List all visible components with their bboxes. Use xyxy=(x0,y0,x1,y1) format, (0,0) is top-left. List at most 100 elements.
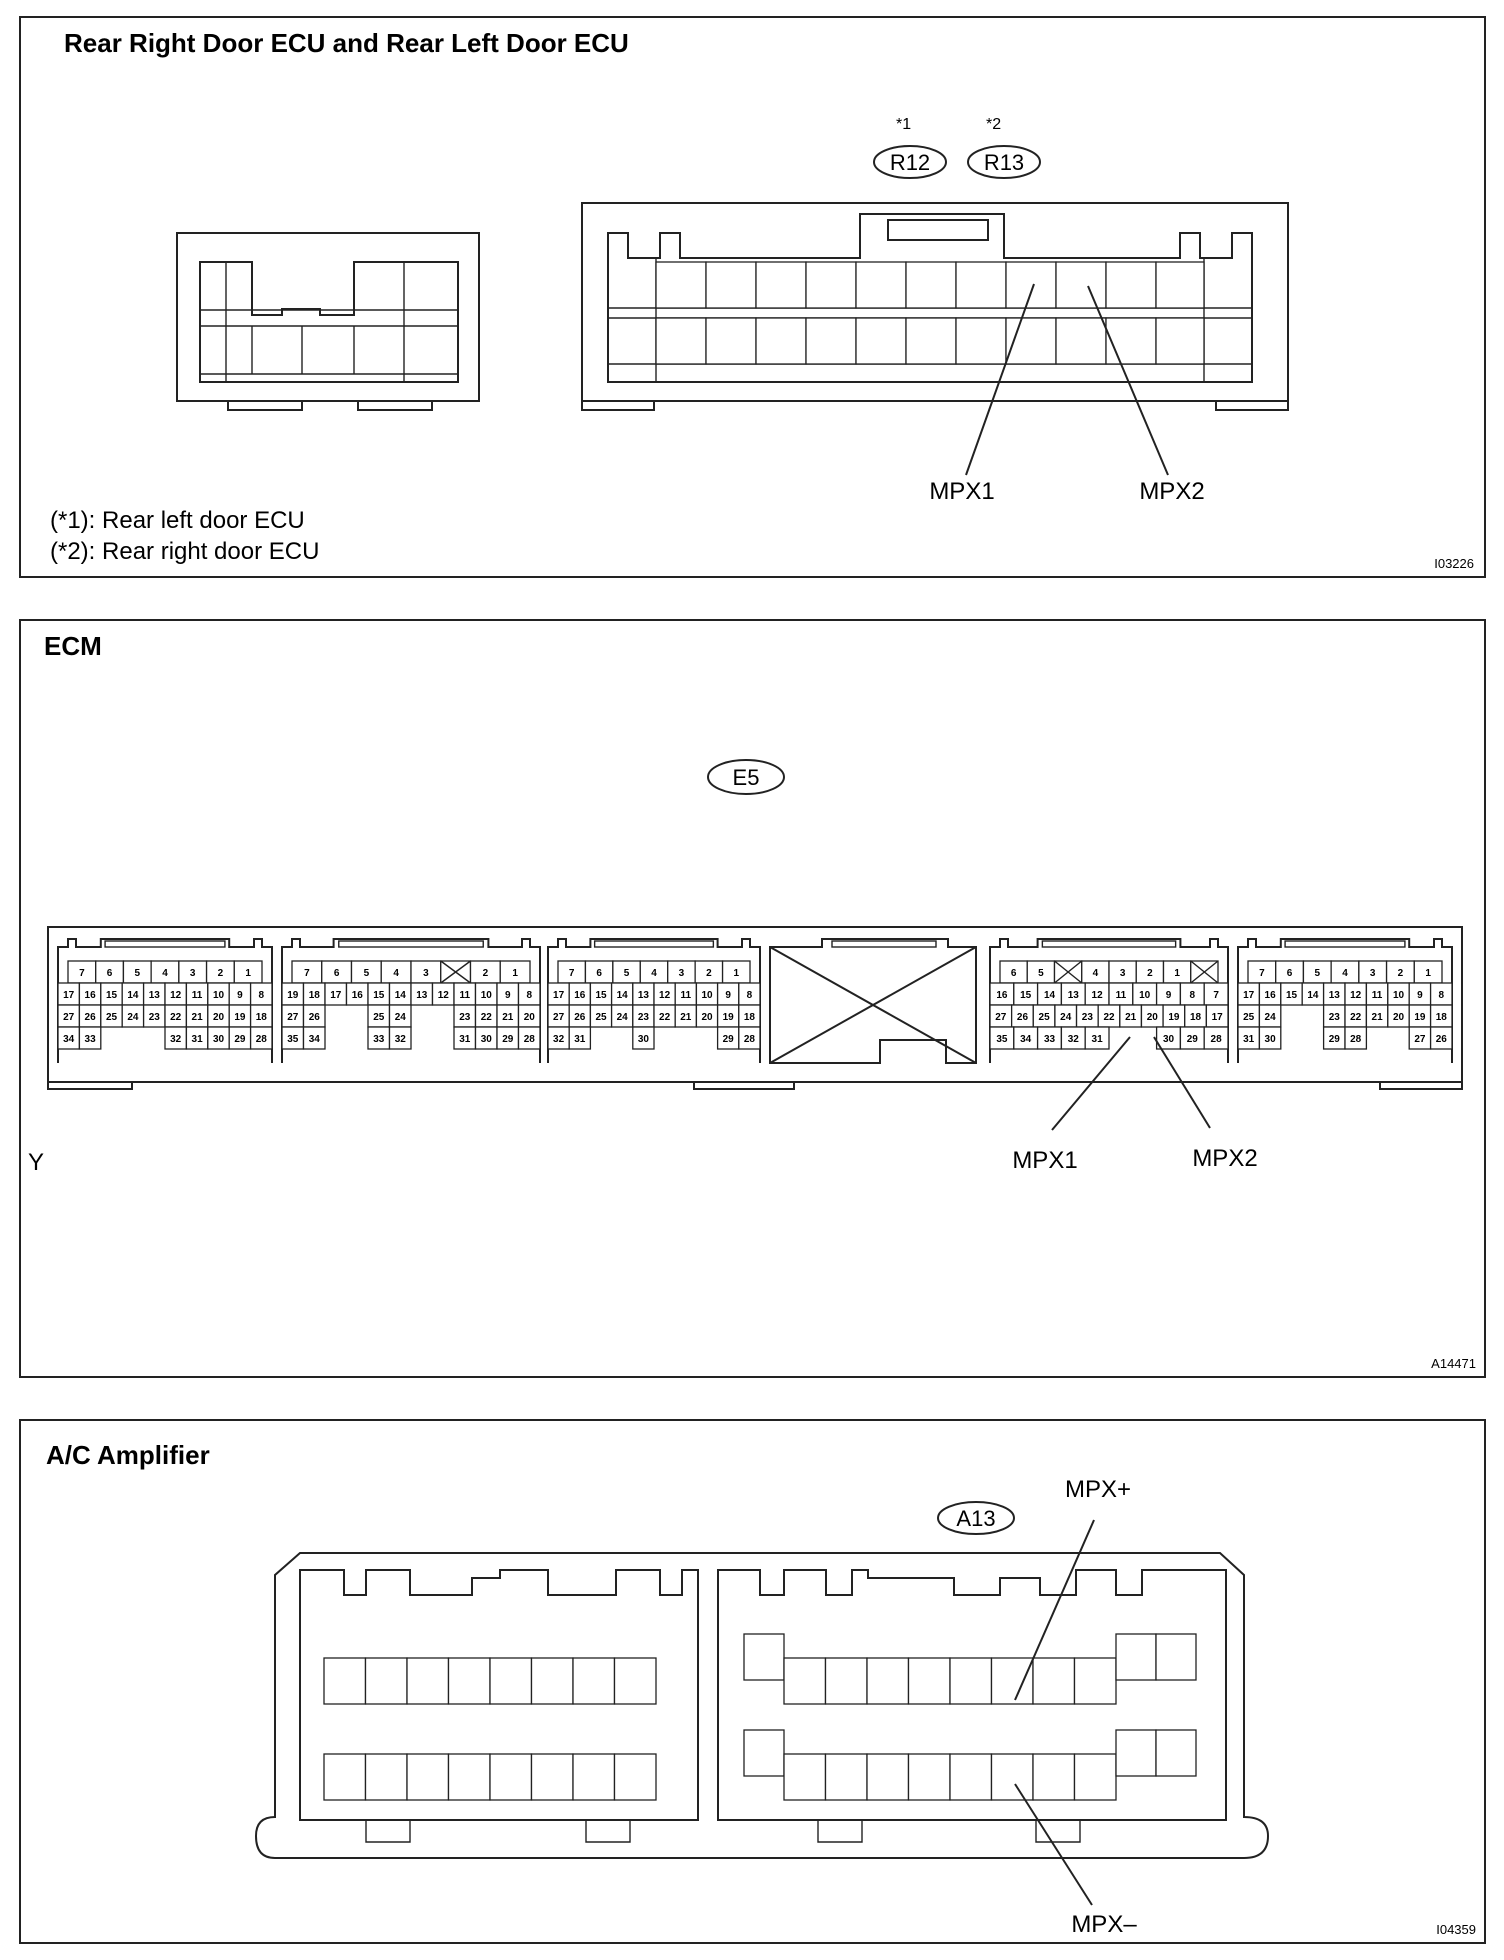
ac-pin-cell xyxy=(489,1753,533,1801)
door-ecu-pin-cell xyxy=(1155,317,1205,365)
door-ecu-pin-cell xyxy=(855,261,907,309)
ecm-pin-number: 21 xyxy=(192,1012,204,1023)
ecm-pin-number: 3 xyxy=(190,968,196,979)
ecm-pin-number: 11 xyxy=(192,990,203,1001)
ecm-pin-number: 32 xyxy=(395,1034,407,1045)
door-ecu-pin-cell xyxy=(755,261,807,309)
ecm-pin-number: 31 xyxy=(1092,1034,1104,1045)
ecm-pin-number: 4 xyxy=(1342,968,1348,979)
ecm-pin-number: 16 xyxy=(996,990,1008,1001)
ecm-pin-number: 1 xyxy=(734,968,740,979)
ecm-pin-number: 12 xyxy=(659,990,671,1001)
door-ecu-pin-cell xyxy=(705,261,757,309)
ac-pin-cell xyxy=(866,1753,910,1801)
ac-pin-cell xyxy=(866,1657,910,1705)
ecm-pin-number: 13 xyxy=(1068,990,1080,1001)
mpx-minus-leader xyxy=(1014,1783,1093,1906)
door-ecu-pin-cell xyxy=(955,317,1007,365)
ac-pin-cell xyxy=(364,1657,408,1705)
ecm-pin-number: 13 xyxy=(1329,990,1341,1001)
ecm-pin-number: 5 xyxy=(624,968,630,979)
ecm-pin-number: 27 xyxy=(287,1012,299,1023)
ecm-pin-number: 2 xyxy=(1147,968,1153,979)
ecm-pin-number: 31 xyxy=(1243,1034,1255,1045)
door-ecu-pin-cell xyxy=(655,317,707,365)
ecm-pin-number: 14 xyxy=(127,990,139,1001)
ac-pin-cell xyxy=(743,1729,785,1777)
figure-code: I03226 xyxy=(1434,556,1474,571)
ecm-pin-number: 16 xyxy=(352,990,364,1001)
ecm-pin-number: 21 xyxy=(680,1012,692,1023)
ecm-lock-center xyxy=(693,1081,795,1090)
ac-pin-cell xyxy=(990,1657,1034,1705)
ecm-pin-number: 19 xyxy=(234,1012,246,1023)
door-ecu-pin-cell xyxy=(655,261,707,309)
ecm-pin-number: 25 xyxy=(1039,1012,1051,1023)
ecm-pin-number: 24 xyxy=(127,1012,139,1023)
ecm-pin-number: 26 xyxy=(85,1012,97,1023)
ecm-blank-pin-mark xyxy=(1190,960,1219,984)
ecm-pin-number: 16 xyxy=(574,990,586,1001)
ac-pin-cell xyxy=(1115,1633,1157,1681)
ecm-pin-number: 13 xyxy=(638,990,650,1001)
ecm-pin-number: 4 xyxy=(651,968,657,979)
ecm-pin-number: 30 xyxy=(481,1034,493,1045)
ecm-figure-code: A14471 xyxy=(1431,1356,1476,1371)
mpx-minus-label: MPX– xyxy=(1071,1911,1137,1938)
ac-pin-cell xyxy=(572,1657,616,1705)
ac-pin-cell xyxy=(1073,1753,1117,1801)
ecm-pin-number: 30 xyxy=(213,1034,225,1045)
ac-pin-cell xyxy=(990,1753,1034,1801)
ac-figure-code: I04359 xyxy=(1436,1922,1476,1937)
door-ecu-small-connector xyxy=(176,232,480,411)
ecm-pin-number: 33 xyxy=(85,1034,97,1045)
ecm-pin-number: 26 xyxy=(1436,1034,1448,1045)
door-ecu-pin-cells xyxy=(655,261,1205,365)
ecm-pin-number: 21 xyxy=(1372,1012,1384,1023)
ecm-pin-number: 18 xyxy=(744,1012,756,1023)
ecm-pin-number: 19 xyxy=(1414,1012,1426,1023)
ecm-pin-number: 25 xyxy=(373,1012,385,1023)
ecm-pin-number: 6 xyxy=(334,968,340,979)
ecm-pin-cell xyxy=(1258,1026,1282,1050)
ac-pin-cell xyxy=(447,1753,491,1801)
r12-label: R12 xyxy=(890,150,930,175)
ecm-pin-number: 19 xyxy=(287,990,299,1001)
ecm-pin-number: 32 xyxy=(170,1034,182,1045)
ecm-pin-number: 22 xyxy=(1350,1012,1362,1023)
ecm-pin-number: 22 xyxy=(659,1012,671,1023)
ac-pin-cell xyxy=(613,1753,657,1801)
ecm-pin-number: 22 xyxy=(481,1012,493,1023)
ecm-pin-number: 1 xyxy=(1174,968,1180,979)
ecm-pin-number: 27 xyxy=(553,1012,565,1023)
ecm-pin-number: 26 xyxy=(309,1012,321,1023)
ecm-pin-number: 7 xyxy=(569,968,575,979)
ecm-pin-number: 13 xyxy=(416,990,428,1001)
ecm-pin-number: 1 xyxy=(245,968,251,979)
ac-pin-cell xyxy=(743,1633,785,1681)
ecm-pin-number: 11 xyxy=(1372,990,1383,1001)
ecm-pin-number: 15 xyxy=(1286,990,1298,1001)
ecm-pin-number: 28 xyxy=(1350,1034,1362,1045)
ecm-pin-number: 10 xyxy=(1139,990,1151,1001)
ecm-pin-number: 17 xyxy=(330,990,342,1001)
ecm-pin-number: 18 xyxy=(1436,1012,1448,1023)
door-ecu-pin-cell xyxy=(905,317,957,365)
ecm-pin-number: 4 xyxy=(162,968,168,979)
ecm-block-latch xyxy=(1041,940,1177,948)
door-ecu-pin-cell xyxy=(1105,317,1157,365)
door-ecu-pin-cell xyxy=(1055,317,1107,365)
ac-pin-cell xyxy=(949,1657,993,1705)
ecm-pin-number: 2 xyxy=(218,968,224,979)
door-ecu-pin-cell xyxy=(1105,261,1157,309)
ecm-block-outline xyxy=(1237,938,1453,1063)
ecm-pin-number: 33 xyxy=(1044,1034,1056,1045)
ecm-mpx1-label: MPX1 xyxy=(1012,1147,1077,1174)
r12-footnote-mark: *1 xyxy=(896,116,911,133)
door-ecu-pin-cell xyxy=(1005,261,1057,309)
ecm-block-latch xyxy=(104,940,226,948)
ecm-pin-number: 3 xyxy=(423,968,429,979)
ecm-pin-number: 33 xyxy=(373,1034,385,1045)
ecm-pin-number: 32 xyxy=(553,1034,565,1045)
